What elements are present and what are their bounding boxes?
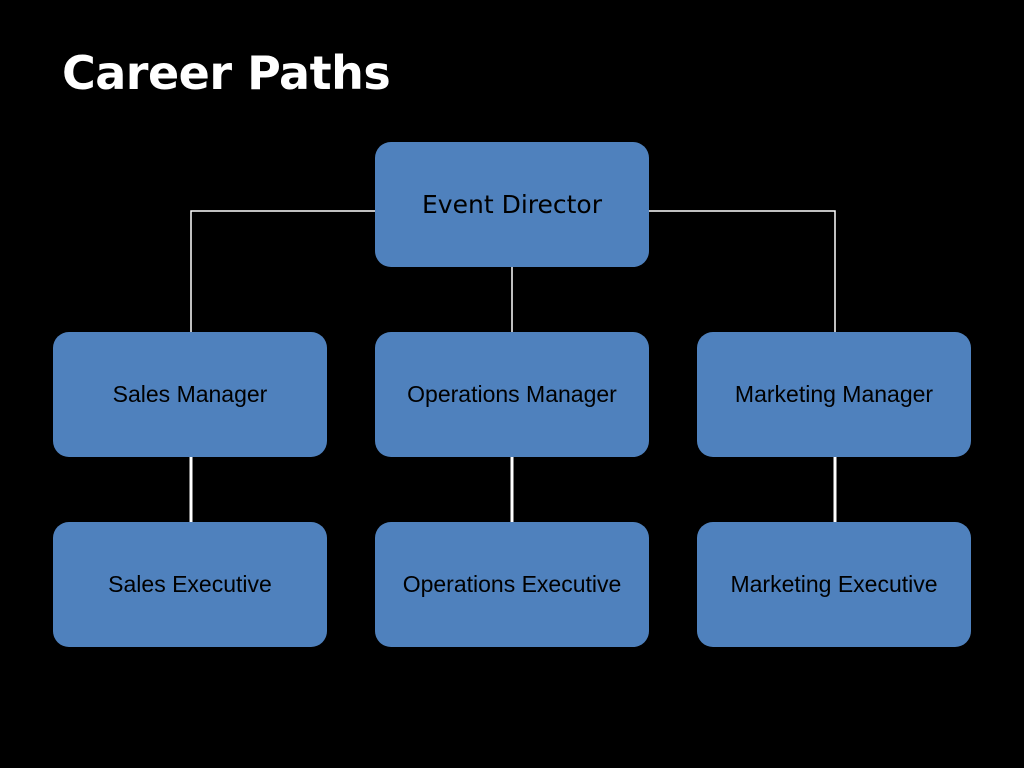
- node-label: Marketing Executive: [730, 571, 938, 597]
- slide-title: Career Paths: [62, 46, 391, 100]
- node-label: Event Director: [422, 190, 602, 219]
- node-label: Operations Executive: [402, 571, 622, 597]
- node-marketing-executive: Marketing Executive: [697, 522, 971, 647]
- node-label: Sales Executive: [108, 571, 272, 597]
- connector-director-to-marketing-manager: [649, 210, 836, 332]
- node-label: Sales Manager: [112, 381, 268, 407]
- node-label: Marketing Manager: [734, 381, 934, 407]
- node-operations-executive: Operations Executive: [375, 522, 649, 647]
- node-sales-executive: Sales Executive: [53, 522, 327, 647]
- node-event-director: Event Director: [375, 142, 649, 267]
- node-label: Operations Manager: [407, 381, 617, 407]
- connector-director-to-sales-manager: [190, 210, 375, 332]
- node-sales-manager: Sales Manager: [53, 332, 327, 457]
- node-operations-manager: Operations Manager: [375, 332, 649, 457]
- node-marketing-manager: Marketing Manager: [697, 332, 971, 457]
